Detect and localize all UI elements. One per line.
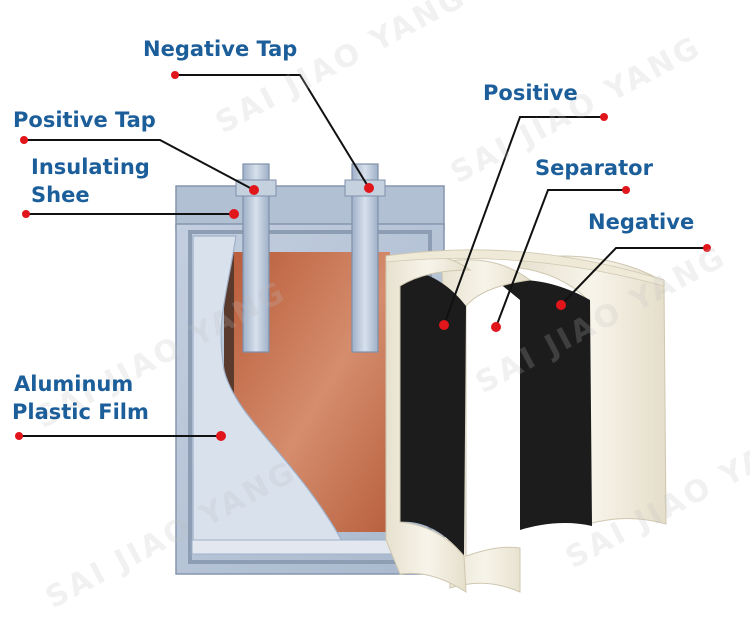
front-separator-wrap bbox=[385, 253, 472, 593]
dot-positive-end bbox=[439, 320, 449, 330]
label-negative-tap: Negative Tap bbox=[143, 37, 298, 61]
dot-positive-start bbox=[600, 113, 608, 121]
dot-positive-tap-start bbox=[20, 136, 28, 144]
negative-outer-sheet bbox=[519, 255, 667, 525]
label-separator: Separator bbox=[535, 156, 653, 180]
dot-insulating-start bbox=[22, 210, 30, 218]
leader-positive bbox=[443, 116, 604, 326]
leader-lines bbox=[19, 74, 707, 437]
leader-negative-tap bbox=[175, 74, 370, 189]
leader-separator bbox=[495, 189, 626, 328]
dot-separator-start bbox=[622, 186, 630, 194]
dot-positive-tap-end bbox=[249, 185, 259, 195]
label-insulating-line2: Shee bbox=[31, 183, 90, 207]
dot-negative-start bbox=[703, 244, 711, 252]
dot-aluminum-start bbox=[15, 432, 23, 440]
peeled-film-flap bbox=[192, 235, 349, 553]
label-aluminum-line2: Plastic Film bbox=[12, 400, 149, 424]
leader-positive-tap bbox=[24, 139, 255, 191]
dot-negative-end bbox=[556, 300, 566, 310]
leader-negative bbox=[560, 247, 707, 306]
label-aluminum-line1: Aluminum bbox=[14, 372, 134, 396]
label-negative: Negative bbox=[588, 210, 695, 234]
dot-negative-tap-start bbox=[171, 71, 179, 79]
dot-separator-end bbox=[491, 322, 501, 332]
casing-bottom-lip bbox=[191, 539, 405, 555]
casing-top-strip bbox=[175, 185, 445, 231]
label-positive-tap: Positive Tap bbox=[13, 108, 156, 132]
dot-insulating-end bbox=[229, 209, 239, 219]
label-insulating-line1: Insulating bbox=[31, 155, 150, 179]
negative-electrode-layer bbox=[498, 280, 592, 530]
dot-negative-tap-end bbox=[364, 183, 374, 193]
label-positive: Positive bbox=[483, 81, 578, 105]
dot-aluminum-end bbox=[216, 431, 226, 441]
positive-electrode-layer bbox=[394, 269, 466, 556]
leader-dots bbox=[15, 71, 711, 441]
